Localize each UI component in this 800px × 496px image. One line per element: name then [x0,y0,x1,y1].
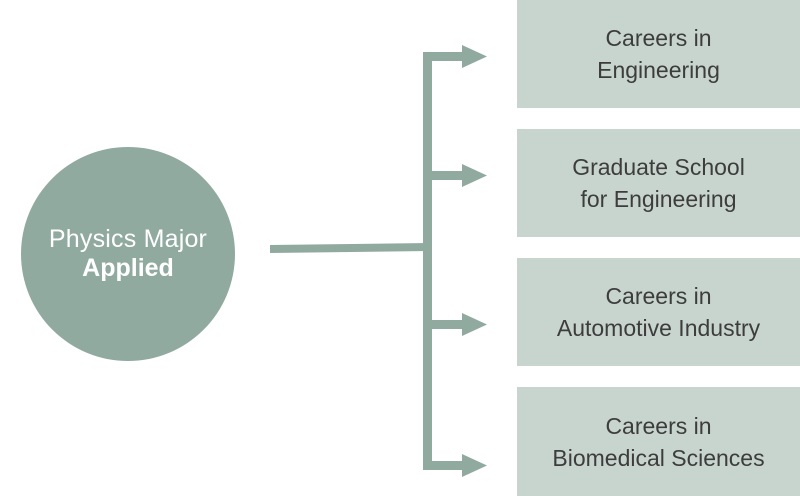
source-node: Physics Major Applied [21,147,235,361]
arrowhead-icon [462,45,487,68]
arrowhead-icon [462,313,487,336]
outcome-line-2: Automotive Industry [556,315,761,341]
outcome-box-biomedical: Careers in Biomedical Sciences [517,387,800,496]
outcome-line-2: Biomedical Sciences [552,444,765,471]
outcome-line-2: for Engineering [580,186,737,212]
spine-line [423,52,432,470]
outcome-box-engineering: Careers in Engineering [517,0,800,108]
arrow-2 [423,164,487,187]
arrowhead-icon [462,164,487,187]
source-title: Physics Major [48,225,208,253]
arrow-3 [423,313,487,336]
trunk-line [270,243,430,253]
outcome-box-automotive: Careers in Automotive Industry [517,258,800,366]
arrowhead-icon [462,454,487,477]
outcome-line-1: Careers in [605,283,712,309]
outcome-box-graduate-school: Graduate School for Engineering [517,129,800,237]
outcome-line-1: Careers in [605,25,712,51]
outcome-line-1: Careers in [605,412,712,439]
arrow-4 [423,454,487,477]
arrow-1 [423,45,487,68]
outcome-line-1: Graduate School [572,154,745,180]
outcome-line-2: Engineering [597,57,720,83]
source-subtitle: Applied [82,254,174,282]
